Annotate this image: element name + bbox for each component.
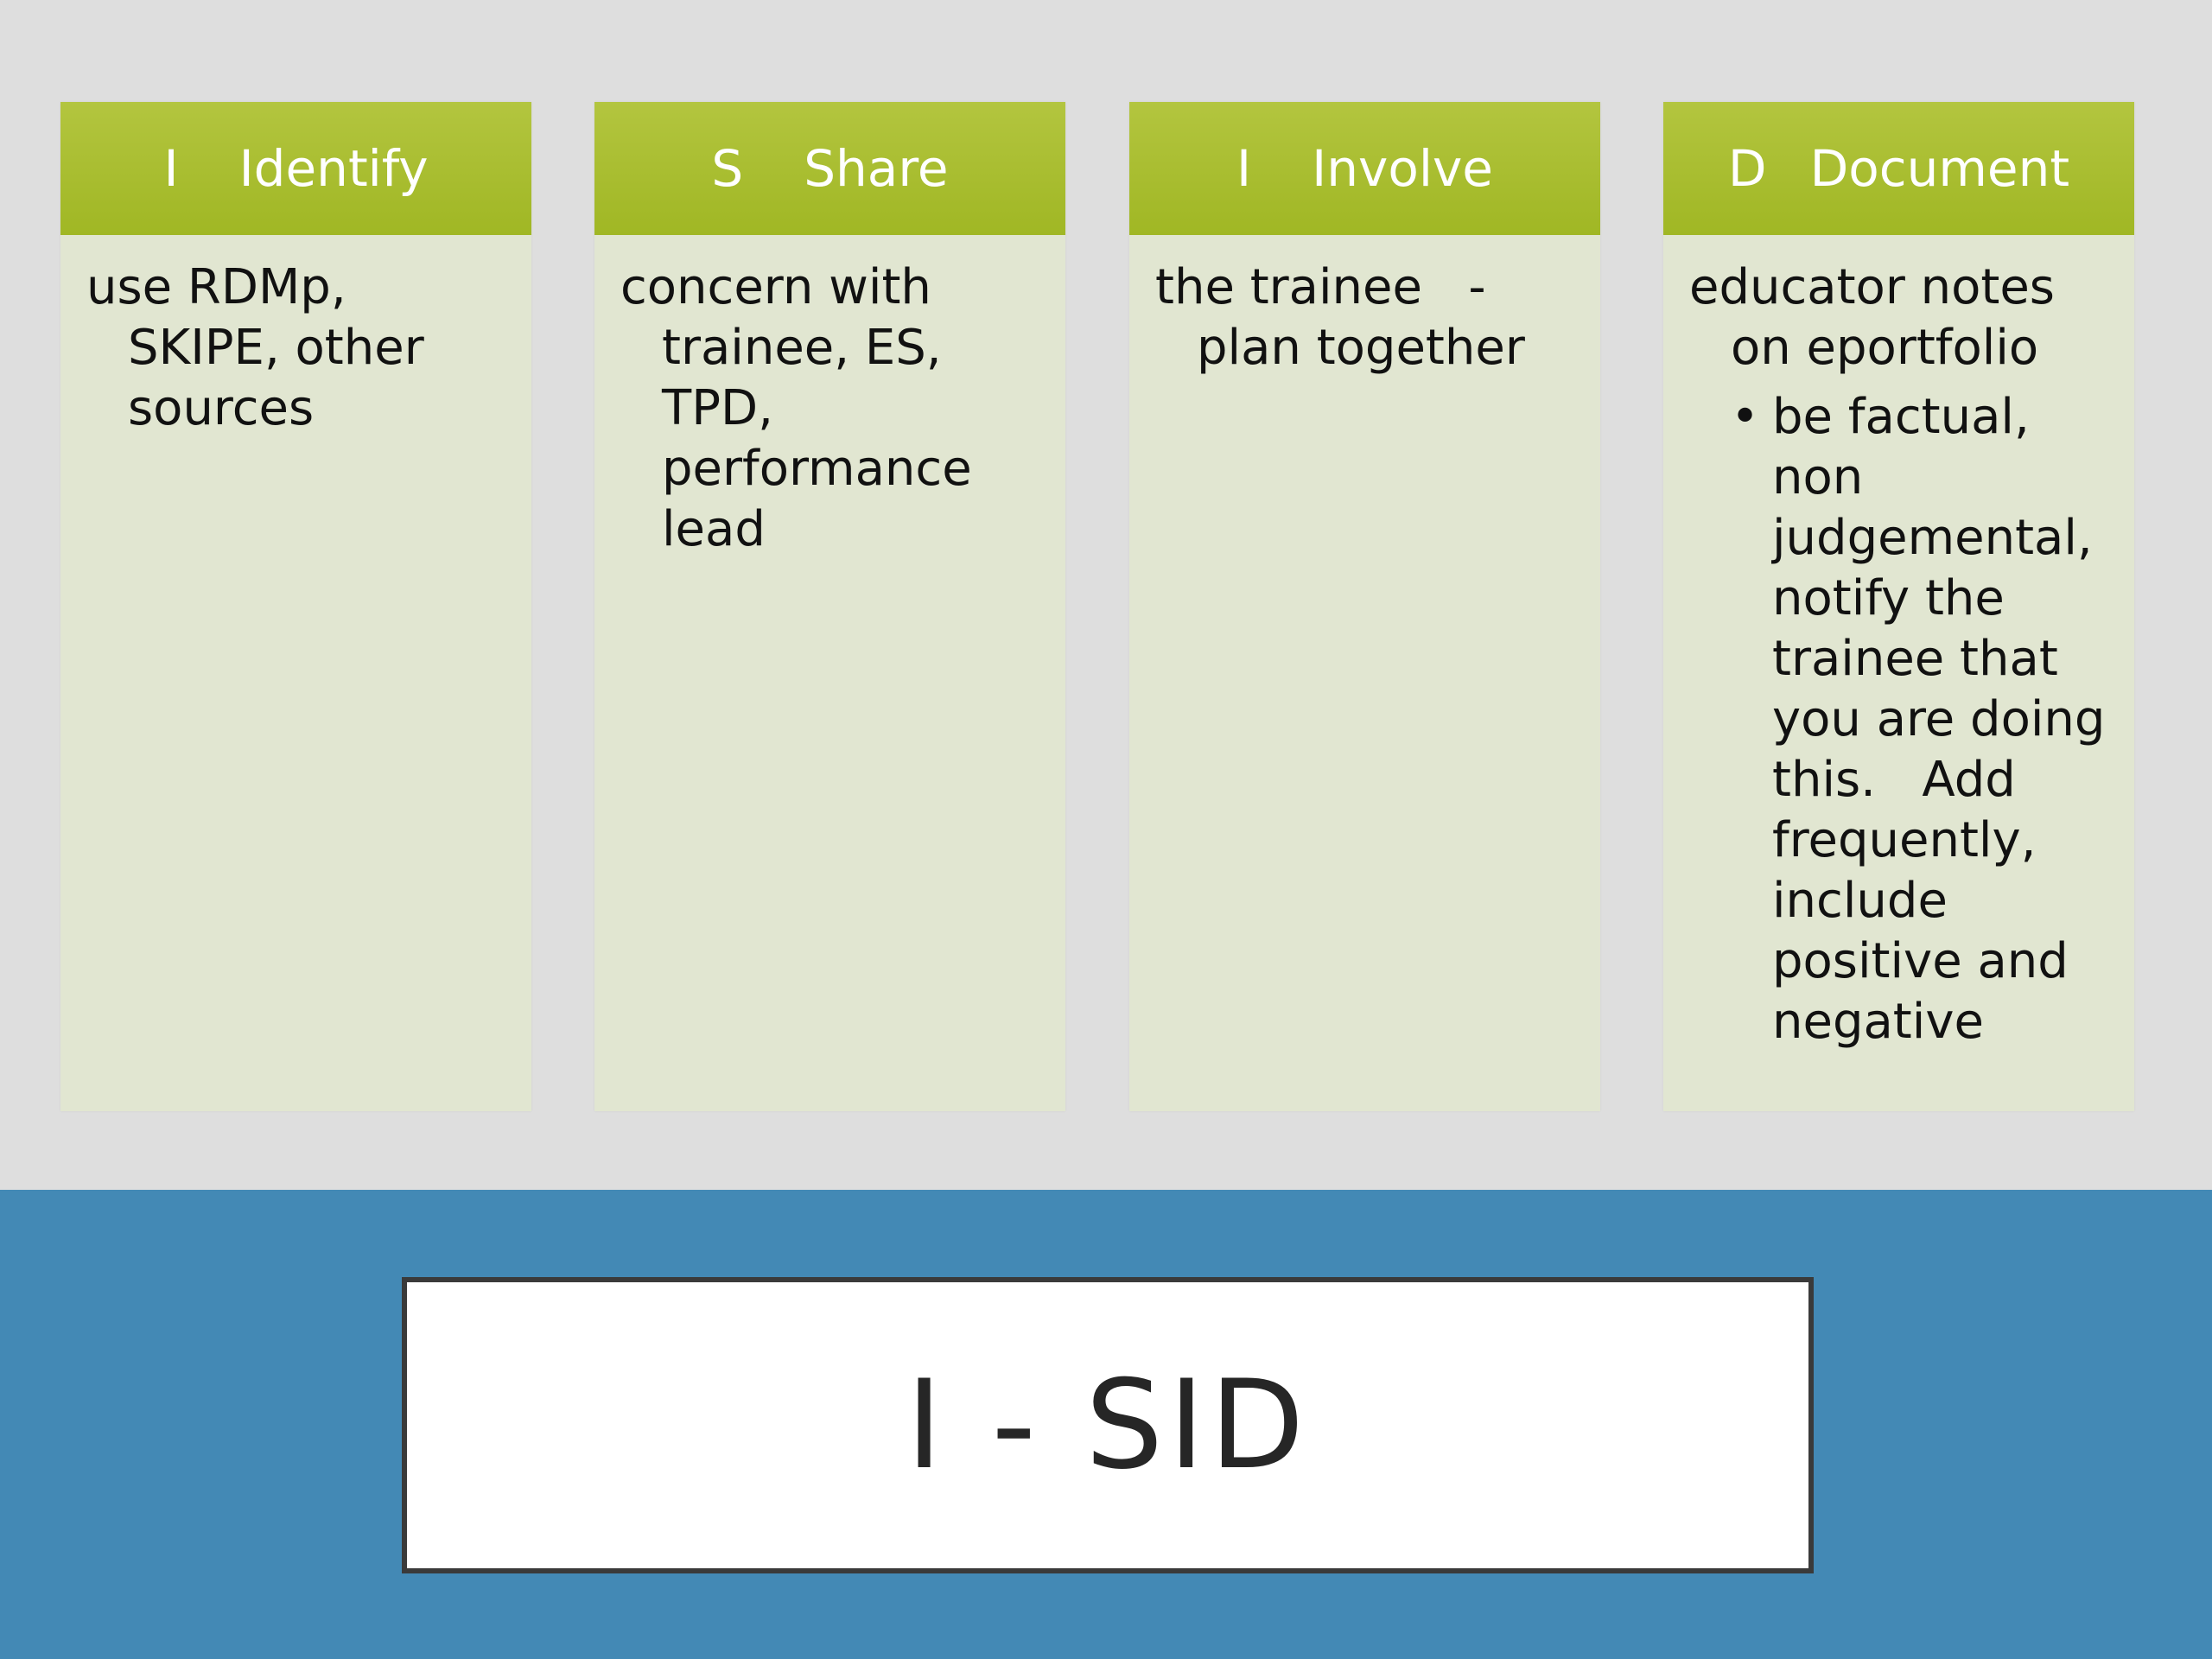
- column-word: Share: [804, 139, 949, 198]
- column-involve: I Involve the trainee - plan together: [1129, 102, 1600, 1111]
- column-word: Identify: [238, 139, 429, 198]
- column-share: S Share concern with trainee, ES, TPD, p…: [594, 102, 1065, 1111]
- column-body-document: educator notes on eportfolio • be factua…: [1663, 235, 2134, 1052]
- column-text: the trainee - plan together: [1155, 259, 1525, 376]
- column-header-share: S Share: [594, 102, 1065, 235]
- title-box: I - SID: [402, 1277, 1814, 1573]
- column-letter: D: [1727, 139, 1767, 198]
- column-letter: I: [1236, 139, 1252, 198]
- column-text: educator notes on eportfolio: [1689, 259, 2055, 376]
- column-body-share: concern with trainee, ES, TPD, performan…: [594, 235, 1065, 560]
- bullet-icon: •: [1731, 389, 1760, 445]
- column-body-involve: the trainee - plan together: [1129, 235, 1600, 378]
- column-header-identify: I Identify: [60, 102, 531, 235]
- bullet-list: • be factual, non judgemental, notify th…: [1689, 387, 2107, 1052]
- column-text: concern with trainee, ES, TPD, performan…: [620, 259, 972, 557]
- column-body-identify: use RDMp, SKIPE, other sources: [60, 235, 531, 439]
- bullet-text: be factual, non judgemental, notify the …: [1772, 389, 2121, 1050]
- slide-title: I - SID: [906, 1354, 1310, 1497]
- column-letter: I: [163, 139, 179, 198]
- column-header-document: D Document: [1663, 102, 2134, 235]
- column-identify: I Identify use RDMp, SKIPE, other source…: [60, 102, 531, 1111]
- column-letter: S: [711, 139, 744, 198]
- bullet-item: • be factual, non judgemental, notify th…: [1731, 387, 2107, 1052]
- column-document: D Document educator notes on eportfolio …: [1663, 102, 2134, 1111]
- column-header-involve: I Involve: [1129, 102, 1600, 235]
- column-text: use RDMp, SKIPE, other sources: [86, 259, 424, 436]
- column-word: Document: [1809, 139, 2070, 198]
- column-word: Involve: [1312, 139, 1493, 198]
